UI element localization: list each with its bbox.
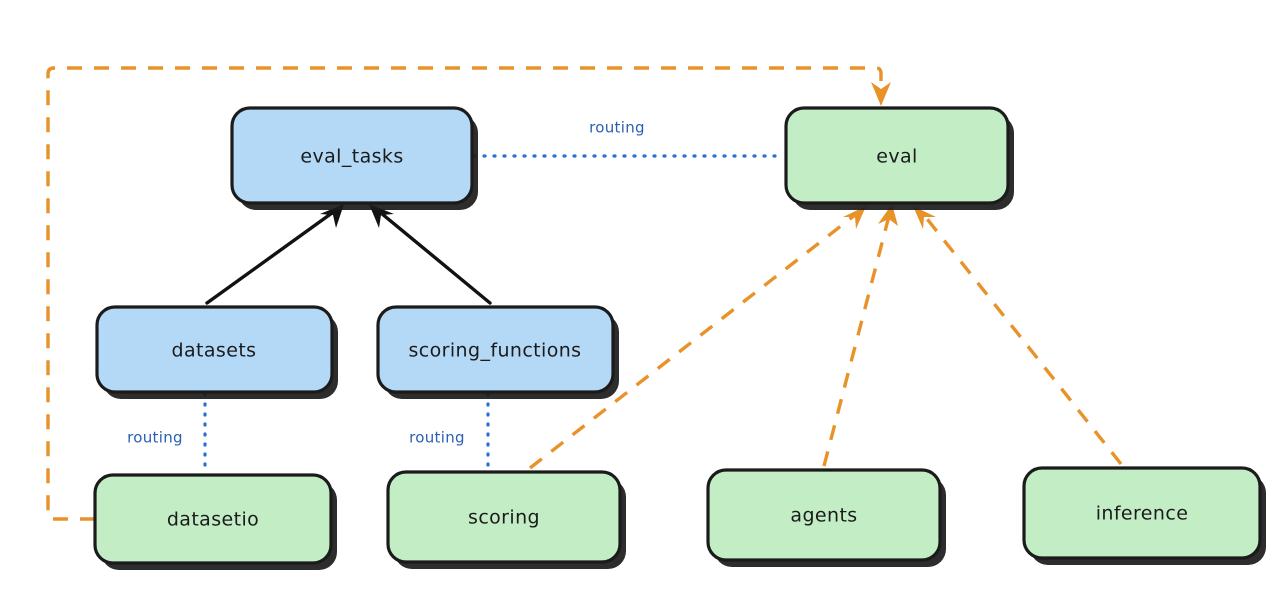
node-agents-shape	[706, 468, 942, 562]
node-inference[interactable]: inference	[1022, 466, 1266, 565]
edge-scoring-eval	[528, 206, 866, 470]
node-eval_tasks-shape	[230, 106, 474, 205]
node-inference-label: inference	[1096, 503, 1189, 525]
arrowhead-inference-eval	[913, 206, 936, 229]
node-inference-shape	[1022, 466, 1262, 560]
node-datasetio-label: datasetio	[167, 509, 259, 531]
node-agents[interactable]: agents	[706, 468, 946, 567]
node-scoring-label: scoring	[468, 507, 540, 529]
node-scoring[interactable]: scoring	[386, 470, 626, 569]
node-scoring_functions[interactable]: scoring_functions	[376, 305, 619, 399]
edge-label-routing-scoring: routing	[409, 429, 465, 447]
arrowhead-datasetio-eval	[871, 82, 891, 106]
node-layer: eval_tasks eval datasets scoring_functio…	[93, 106, 1266, 570]
node-eval_tasks[interactable]: eval_tasks	[230, 106, 478, 210]
arrowhead-scoring-eval	[843, 206, 866, 229]
edge-datasetio-eval	[46, 66, 891, 521]
node-eval-label: eval	[876, 146, 917, 168]
node-datasets-label: datasets	[172, 340, 257, 362]
node-datasets[interactable]: datasets	[95, 305, 338, 399]
edge-agents-eval	[822, 204, 898, 467]
node-datasetio-shape	[93, 473, 333, 565]
node-agents-label: agents	[790, 505, 857, 527]
node-datasets-shape	[95, 305, 334, 394]
node-scoring-shape	[386, 470, 622, 564]
node-datasetio[interactable]: datasetio	[93, 473, 337, 570]
node-eval-shape	[784, 106, 1010, 205]
node-eval[interactable]: eval	[784, 106, 1014, 210]
node-eval_tasks-label: eval_tasks	[300, 146, 403, 168]
node-scoring_functions-label: scoring_functions	[409, 340, 582, 362]
node-scoring_functions-shape	[376, 305, 615, 394]
edge-label-layer: routing routing routing	[127, 119, 645, 447]
edge-label-routing-eval: routing	[589, 119, 645, 137]
edge-inference-eval	[913, 206, 1123, 466]
edge-datasets-eval_tasks	[205, 204, 344, 305]
edge-label-routing-datasetio: routing	[127, 429, 183, 447]
edge-scoringfn-eval_tasks	[369, 204, 492, 305]
